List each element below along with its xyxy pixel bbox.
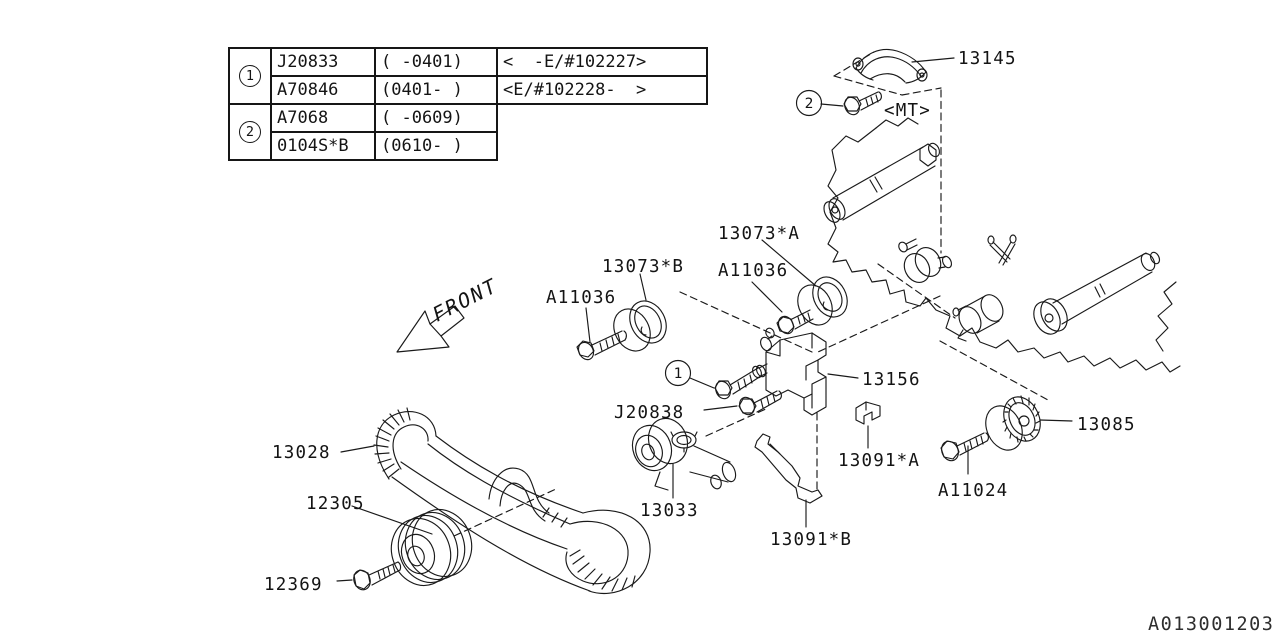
bolt-12369 <box>353 561 402 591</box>
ref-symbol-cell-1: 1 <box>228 47 272 105</box>
table-row: 2 A7068 ( -0609) <box>228 103 707 161</box>
idler-b-bolt <box>576 330 627 361</box>
ref-1-number: 1 <box>674 366 683 382</box>
tensioner-13033 <box>631 417 737 491</box>
part-number-cell[interactable]: A70846 <box>270 75 376 105</box>
aux-pulley <box>898 238 953 284</box>
camshaft-top <box>823 142 941 223</box>
label-13028[interactable]: 13028 <box>272 443 331 463</box>
empty-cell <box>497 104 707 132</box>
timing-belt <box>373 407 651 595</box>
construction-lines <box>453 51 1049 537</box>
ref-2-badge: 2 <box>239 121 261 144</box>
front-label: FRONT <box>428 273 501 326</box>
part-number-cell[interactable]: J20833 <box>270 47 376 77</box>
idler-pulley-b <box>613 300 667 352</box>
cup-part <box>952 294 1004 342</box>
front-arrow: FRONT <box>396 273 502 353</box>
applicability-cell: (0610- ) <box>374 131 498 161</box>
label-13091a[interactable]: 13091*A <box>838 451 920 471</box>
empty-cell <box>497 132 707 160</box>
part-labels: 13145 <MT> 13073*A A11036 13073*B A11036… <box>264 49 1274 635</box>
label-mt-note: <MT> <box>884 101 931 121</box>
crank-pulley-12305 <box>390 508 473 587</box>
camshaft-right <box>1033 251 1161 335</box>
ref-badge-1[interactable]: 1 <box>664 359 692 387</box>
range-cell: <E/#102228- > <box>496 75 708 105</box>
idler-a-bolt <box>776 309 814 335</box>
range-cell: < -E/#102227> <box>496 47 708 77</box>
bolt-ref1 <box>714 364 766 400</box>
bolt-ref2 <box>843 91 882 116</box>
applicability-cell: ( -0609) <box>374 103 498 133</box>
label-a11036-right[interactable]: A11036 <box>718 261 788 281</box>
applicability-cell: ( -0401) <box>374 47 498 77</box>
idler-pulley-a <box>797 276 848 326</box>
label-13073a[interactable]: 13073*A <box>718 224 800 244</box>
bracket-13156 <box>752 327 827 416</box>
mini-bolts <box>987 234 1017 266</box>
applicability-cell: (0401- ) <box>374 75 498 105</box>
label-j20838[interactable]: J20838 <box>614 403 684 423</box>
ref-1-badge: 1 <box>239 65 261 88</box>
bolt-j20838 <box>738 390 782 416</box>
sprocket-13085 <box>985 395 1041 451</box>
ref-badge-2[interactable]: 2 <box>795 89 823 117</box>
applicability-table: 1 J20833 ( -0401) < -E/#102227> A70846 (… <box>228 47 708 161</box>
label-13156[interactable]: 13156 <box>862 370 921 390</box>
label-12369[interactable]: 12369 <box>264 575 323 595</box>
ref-2-number: 2 <box>805 96 814 112</box>
engine-block-outline <box>827 117 1181 373</box>
label-13145[interactable]: 13145 <box>958 49 1017 69</box>
label-a11036-left[interactable]: A11036 <box>546 288 616 308</box>
label-13033[interactable]: 13033 <box>640 501 699 521</box>
label-a11024[interactable]: A11024 <box>938 481 1008 501</box>
clip-13091a <box>855 401 881 425</box>
part-number-cell[interactable]: 0104S*B <box>270 131 376 161</box>
bolt-a11024 <box>940 432 989 462</box>
leader-lines <box>336 57 1073 582</box>
label-13073b[interactable]: 13073*B <box>602 257 684 277</box>
camshaft-support-13145 <box>852 49 928 84</box>
drawing-number: A013001203 <box>1148 614 1274 635</box>
label-12305[interactable]: 12305 <box>306 494 365 514</box>
guide-13091b <box>754 433 823 504</box>
table-row: A70846 (0401- ) <E/#102228- > <box>229 75 708 105</box>
label-13091b[interactable]: 13091*B <box>770 530 852 550</box>
label-13085[interactable]: 13085 <box>1077 415 1136 435</box>
table-row: 0104S*B (0610- ) <box>229 131 707 161</box>
ref-symbol-cell-2: 2 <box>228 103 272 161</box>
part-number-cell[interactable]: A7068 <box>270 103 376 133</box>
table-row: 1 J20833 ( -0401) < -E/#102227> <box>228 47 708 105</box>
